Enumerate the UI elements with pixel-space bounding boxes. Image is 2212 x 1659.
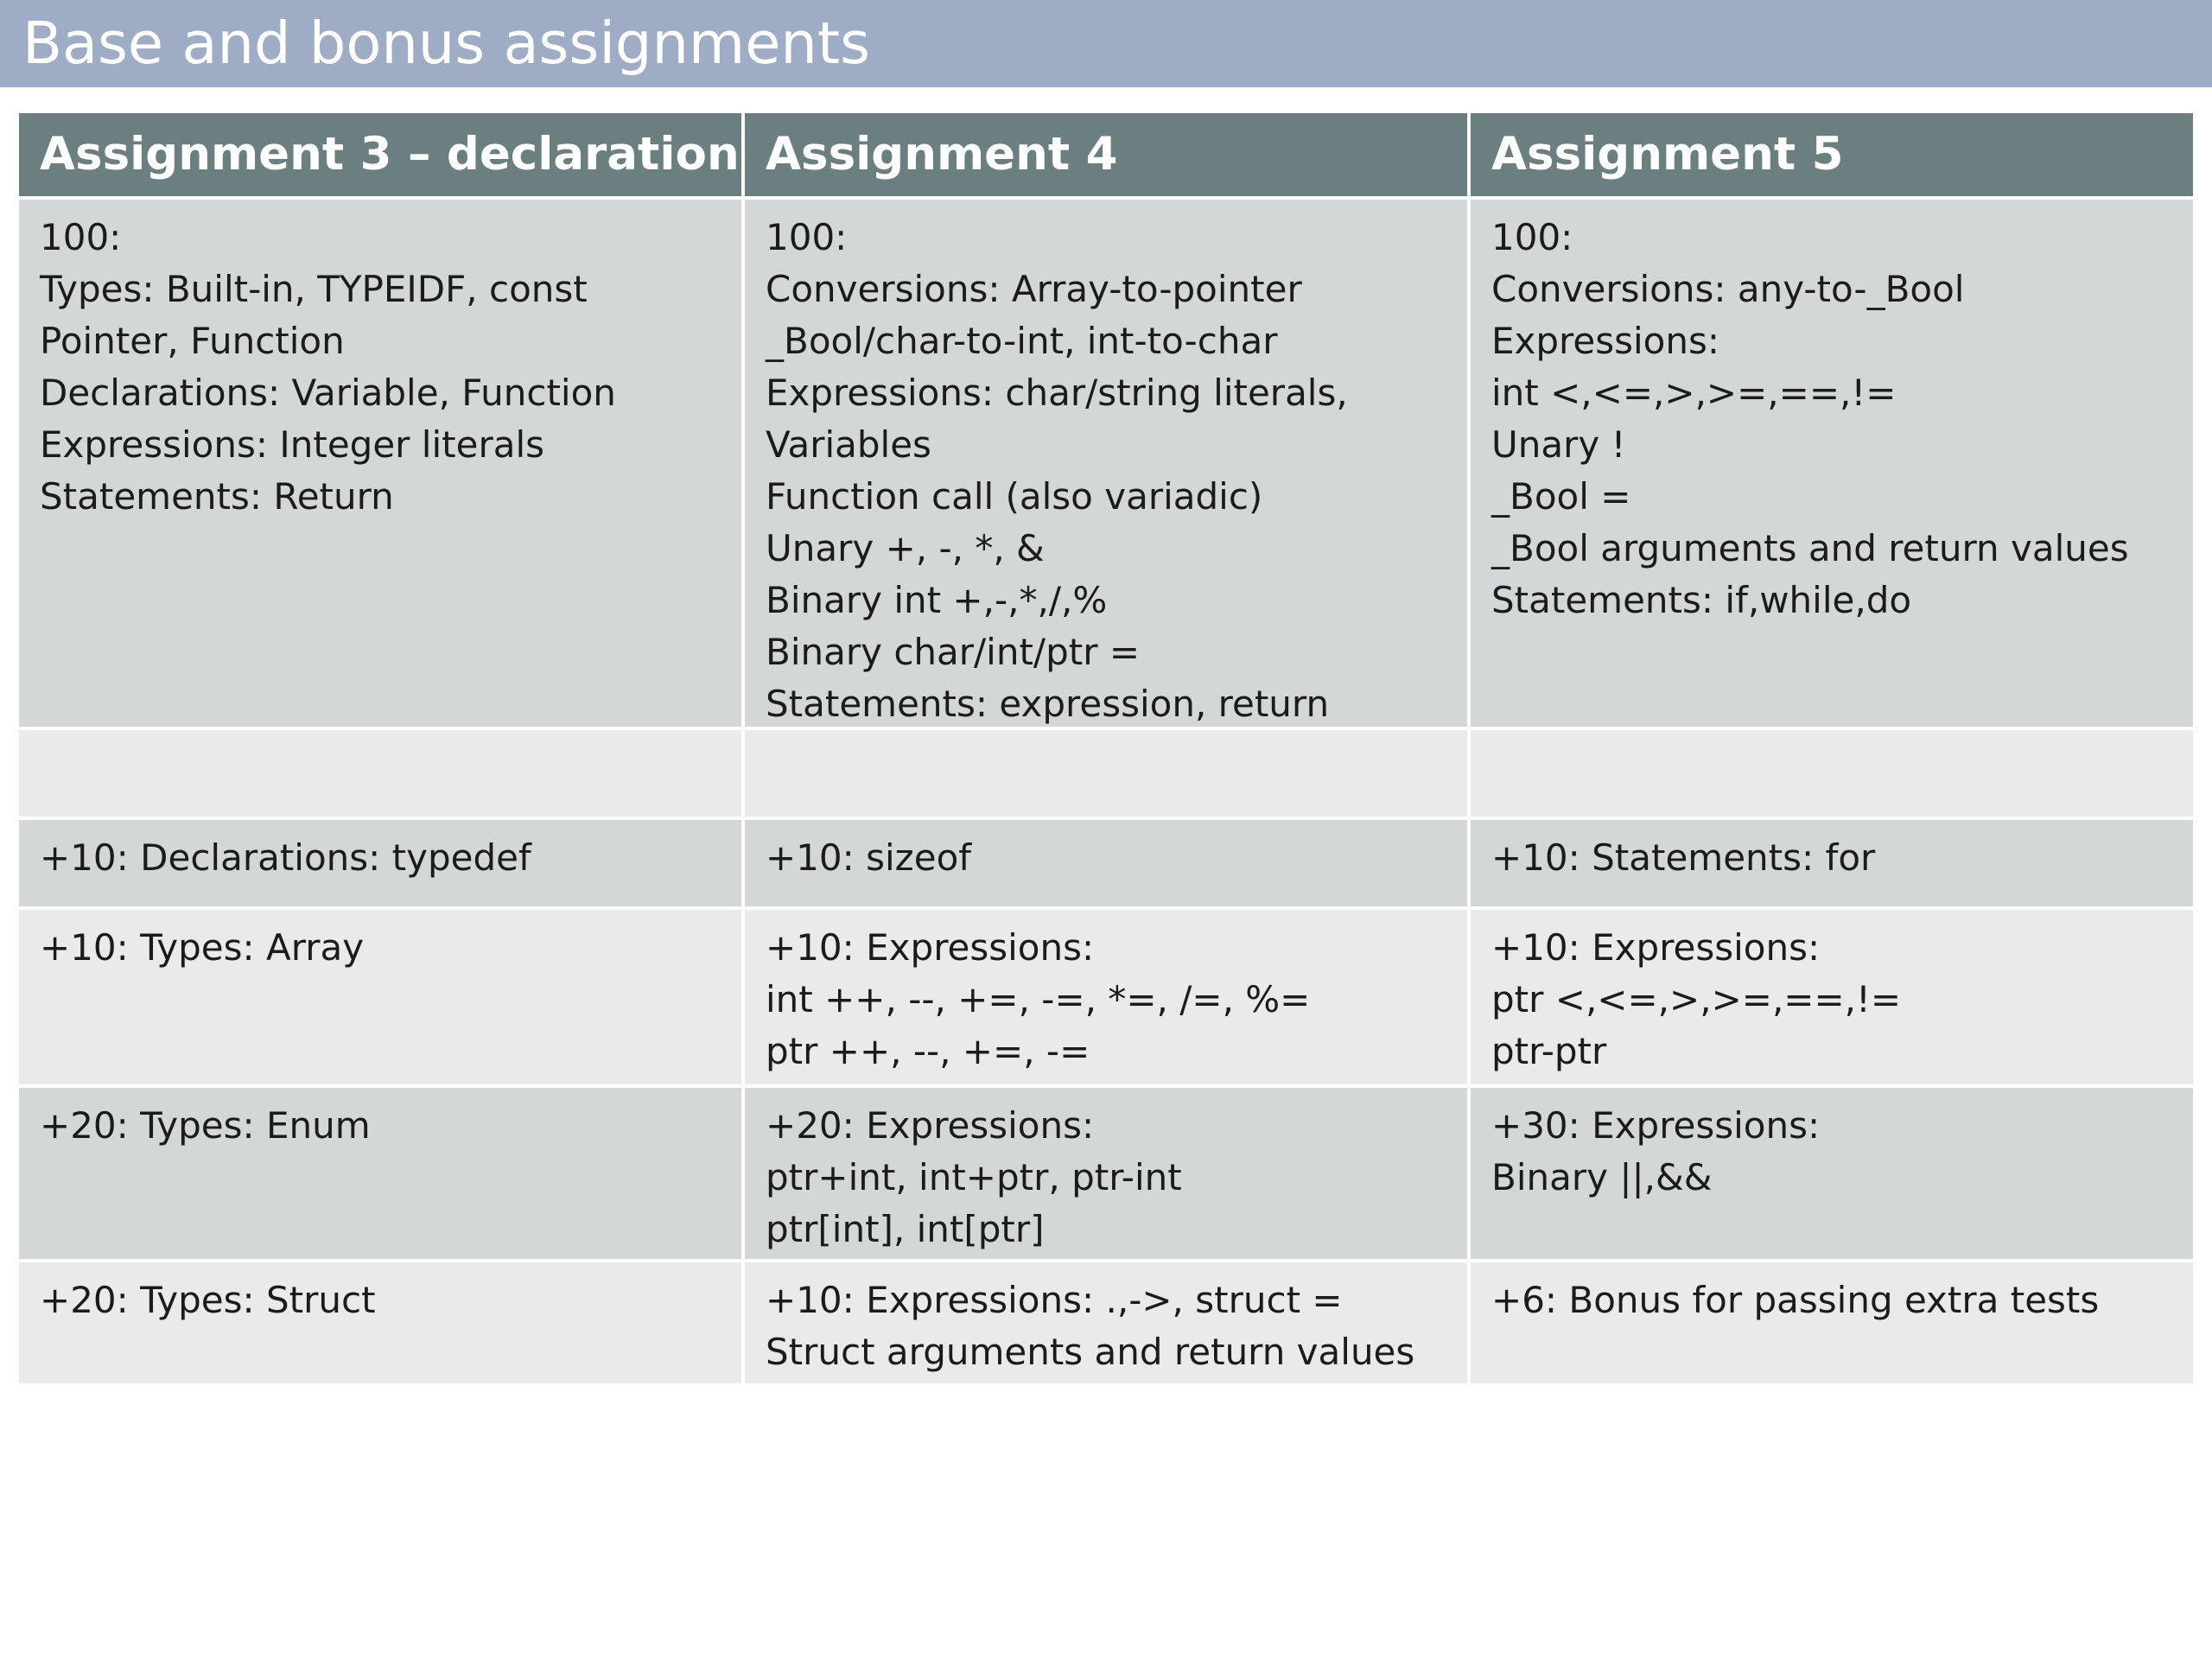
header-assignment-4: Assignment 4: [745, 113, 1467, 196]
bonus-cell-assignment-3: +20: Types: Enum: [19, 1088, 741, 1259]
cell-line: _Bool arguments and return values: [1491, 527, 2129, 569]
cell-line: Binary ||,&&: [1491, 1156, 1713, 1198]
bonus-cell-assignment-3: +10: Types: Array: [19, 910, 741, 1084]
cell-line: int <,<=,>,>=,==,!=: [1491, 372, 1897, 414]
cell-line: Variables: [766, 423, 931, 466]
bonus-cell-assignment-5: +6: Bonus for passing extra tests: [1471, 1262, 2193, 1383]
bonus-cell-assignment-4: +10: sizeof: [745, 820, 1467, 906]
cell-line: 100:: [40, 216, 122, 258]
cell-line: ptr ++, --, +=, -=: [766, 1030, 1090, 1072]
header-assignment-5: Assignment 5: [1471, 113, 2193, 196]
bonus-cell-assignment-5: +30: Expressions: Binary ||,&&: [1471, 1088, 2193, 1259]
cell-line: Declarations: Variable, Function: [40, 372, 616, 414]
cell-line: +30: Expressions:: [1491, 1104, 1821, 1147]
slide-title: Base and bonus assignments: [22, 10, 871, 77]
assignments-table: Assignment 3 – declarations Assignment 4…: [19, 113, 2193, 1383]
cell-line: +20: Expressions:: [766, 1104, 1095, 1147]
bonus-cell-assignment-4: +10: Expressions: .,->, struct = Struct …: [745, 1262, 1467, 1383]
cell-line: +6: Bonus for passing extra tests: [1491, 1279, 2100, 1321]
base-cell-assignment-4: 100: Conversions: Array-to-pointer _Bool…: [745, 200, 1467, 727]
cell-line: 100:: [1491, 216, 1573, 258]
bonus-cell-assignment-5: +10: Statements: for: [1471, 820, 2193, 906]
cell-line: _Bool/char-to-int, int-to-char: [766, 320, 1278, 362]
bonus-cell-assignment-4: +20: Expressions: ptr+int, int+ptr, ptr-…: [745, 1088, 1467, 1259]
cell-line: +10: sizeof: [766, 836, 972, 879]
bonus-cell-assignment-3: +20: Types: Struct: [19, 1262, 741, 1383]
cell-line: Statements: expression, return: [766, 683, 1330, 725]
cell-line: +20: Types: Struct: [40, 1279, 376, 1321]
cell-line: +10: Types: Array: [40, 926, 365, 969]
cell-line: Binary int +,-,*,/,%: [766, 579, 1108, 621]
cell-line: Types: Built-in, TYPEIDF, const: [40, 268, 588, 310]
cell-line: Function call (also variadic): [766, 475, 1263, 518]
cell-line: int ++, --, +=, -=, *=, /=, %=: [766, 978, 1311, 1020]
cell-line: Conversions: Array-to-pointer: [766, 268, 1302, 310]
title-bar: Base and bonus assignments: [0, 0, 2212, 87]
base-cell-assignment-5: 100: Conversions: any-to-_Bool Expressio…: [1471, 200, 2193, 727]
cell-line: +10: Expressions:: [766, 926, 1095, 969]
cell-line: 100:: [766, 216, 848, 258]
cell-line: ptr-ptr: [1491, 1030, 1607, 1072]
cell-line: +10: Declarations: typedef: [40, 836, 531, 879]
bonus-cell-assignment-4: +10: Expressions: int ++, --, +=, -=, *=…: [745, 910, 1467, 1084]
cell-line: +20: Types: Enum: [40, 1104, 371, 1147]
cell-line: Binary char/int/ptr =: [766, 631, 1141, 673]
bonus-cell-assignment-3: +10: Declarations: typedef: [19, 820, 741, 906]
cell-line: +10: Expressions:: [1491, 926, 1821, 969]
cell-line: Expressions: char/string literals,: [766, 372, 1348, 414]
cell-line: Conversions: any-to-_Bool: [1491, 268, 1965, 310]
cell-line: Statements: Return: [40, 475, 394, 518]
header-assignment-3: Assignment 3 – declarations: [19, 113, 741, 196]
cell-line: ptr[int], int[ptr]: [766, 1208, 1045, 1250]
cell-line: Expressions:: [1491, 320, 1720, 362]
cell-line: _Bool =: [1491, 475, 1631, 518]
cell-line: ptr+int, int+ptr, ptr-int: [766, 1156, 1182, 1198]
empty-cell: [1471, 730, 2193, 817]
cell-line: +10: Statements: for: [1491, 836, 1876, 879]
cell-line: Statements: if,while,do: [1491, 579, 1912, 621]
cell-line: ptr <,<=,>,>=,==,!=: [1491, 978, 1902, 1020]
empty-cell: [745, 730, 1467, 817]
cell-line: Struct arguments and return values: [766, 1331, 1415, 1373]
cell-line: Pointer, Function: [40, 320, 345, 362]
cell-line: +10: Expressions: .,->, struct =: [766, 1279, 1343, 1321]
bonus-cell-assignment-5: +10: Expressions: ptr <,<=,>,>=,==,!= pt…: [1471, 910, 2193, 1084]
cell-line: Expressions: Integer literals: [40, 423, 545, 466]
cell-line: Unary !: [1491, 423, 1626, 466]
cell-line: Unary +, -, *, &: [766, 527, 1045, 569]
base-cell-assignment-3: 100: Types: Built-in, TYPEIDF, const Poi…: [19, 200, 741, 727]
empty-cell: [19, 730, 741, 817]
